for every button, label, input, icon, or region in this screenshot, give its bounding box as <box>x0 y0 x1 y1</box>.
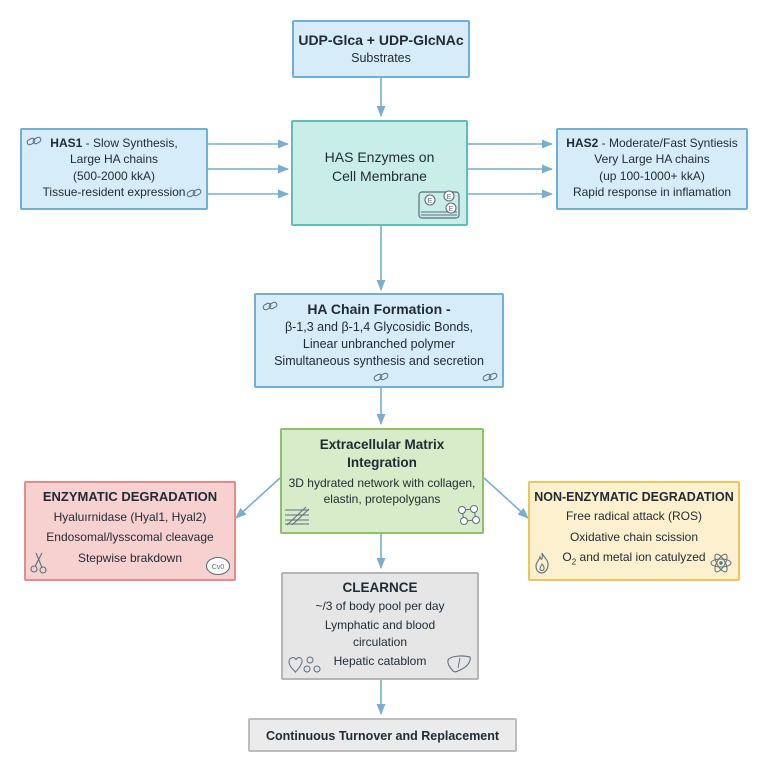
clearance-line3: circulation <box>352 634 408 649</box>
has2-name: HAS2 <box>566 136 599 150</box>
lymph-vessel-icon <box>286 654 322 674</box>
has2-line4: Rapid response in inflamation <box>572 184 732 199</box>
nonenzymatic-line3-o: O <box>562 549 572 564</box>
chain-formation-line3: Simultaneous synthesis and secretion <box>274 354 484 369</box>
has1-line1: - Slow Synthesis, <box>82 136 178 150</box>
ecm-line1: 3D hydrated network with collagen, <box>288 476 476 491</box>
clearance-line2: Lymphatic and blood <box>324 618 436 633</box>
ecm-title-2: Integration <box>347 454 417 470</box>
ecm-title-1: Extracellular Matrix <box>319 437 445 452</box>
chain-formation-box: HA Chain Formation - β-1,3 and β-1,4 Gly… <box>254 293 504 388</box>
ecm-line2: elastin, protepolygans <box>323 492 441 507</box>
turnover-title: Continuous Turnover and Replacement <box>265 729 500 743</box>
nonenzymatic-line2: Oxidative chain scission <box>569 529 699 544</box>
has-enzymes-title-2: Cell Membrane <box>332 168 427 185</box>
has2-box: HAS2 - Moderate/Fast Syntiesis Very Larg… <box>556 128 748 210</box>
nonenzymatic-line3-rest: and metal ion catulyzed <box>576 549 706 564</box>
has1-line3: (500-2000 kkA) <box>72 168 156 183</box>
chain-formation-line1: β-1,3 and β-1,4 Glycosidic Bonds, <box>284 320 474 335</box>
has1-line4: Tissue-resident expression <box>42 184 186 199</box>
has2-line2: Very Large HA chains <box>594 152 710 167</box>
has2-line1: - Moderate/Fast Syntiesis <box>598 136 738 150</box>
enzyme-badge-2: E <box>447 194 452 201</box>
arrow-ecm-to-enzymatic <box>235 477 281 519</box>
collagen-network-icon <box>284 506 310 526</box>
turnover-box: Continuous Turnover and Replacement <box>248 718 517 752</box>
chain-link-icon <box>373 371 389 383</box>
has1-line2: Large HA chains <box>69 152 159 167</box>
liver-icon <box>446 654 472 674</box>
enzymatic-line1: Hyaluırnidase (Hyal1, Hyal2) <box>53 509 207 524</box>
clearance-title: CLEARNCE <box>342 580 418 595</box>
enzymatic-line2: Endosomal/lysscomal cleavage <box>46 530 214 545</box>
chain-link-icon <box>186 187 202 199</box>
atom-icon <box>710 552 732 574</box>
chain-formation-line2: Linear unbranched polymer <box>302 337 456 352</box>
has1-name: HAS1 <box>50 136 83 150</box>
nonenzymatic-line3-sub: 2 <box>571 557 577 567</box>
lysosome-badge: Cv0 <box>212 564 225 571</box>
substrates-box: UDP-Glca + UDP-GlcNAc Substrates <box>292 20 470 78</box>
clearance-line4: Hepatic catablom <box>333 654 427 669</box>
has1-box: HAS1 - Slow Synthesis, Large HA chains (… <box>20 128 208 210</box>
nonenzymatic-line1: Free radical attack (ROS) <box>565 509 703 524</box>
enzyme-badge-3: E <box>449 206 454 213</box>
clearance-box: CLEARNCE ~/3 of body pool per day Lympha… <box>281 572 479 680</box>
has-enzymes-title-1: HAS Enzymes on <box>324 149 435 165</box>
enzymatic-degradation-box: ENZYMATIC DEGRADATION Hyaluırnidase (Hya… <box>24 481 236 581</box>
chain-formation-title: HA Chain Formation - <box>307 301 451 317</box>
substrates-title: UDP-Glca + UDP-GlcNAc <box>298 32 464 48</box>
scissors-icon <box>30 552 48 574</box>
nonenzymatic-title: NON-ENZYMATIC DEGRADATION <box>534 490 734 504</box>
enzymatic-line3: Stepwise brakdown <box>77 550 183 565</box>
chain-link-icon <box>262 300 278 312</box>
enzyme-badge-1: E <box>428 198 433 205</box>
nonenzymatic-degradation-box: NON-ENZYMATIC DEGRADATION Free radical a… <box>528 481 740 581</box>
has-enzymes-box: HAS Enzymes on Cell Membrane <box>291 120 468 226</box>
chain-link-icon <box>482 371 498 383</box>
arrow-ecm-to-nonenzymatic <box>483 477 529 519</box>
has2-line3: (up 100-1000+ kkA) <box>599 168 705 183</box>
ecm-box: Extracellular Matrix Integration 3D hydr… <box>280 428 484 534</box>
chain-link-icon <box>26 135 42 147</box>
lysosome-icon: Cv0 <box>205 556 231 576</box>
enzyme-membrane-icon: E E E <box>418 186 462 222</box>
molecule-network-icon <box>456 504 482 526</box>
flame-icon <box>534 552 550 574</box>
enzymatic-title: ENZYMATIC DEGRADATION <box>42 489 218 504</box>
substrates-subtitle: Substrates <box>351 51 411 66</box>
clearance-line1: ~/3 of body pool per day <box>315 598 445 613</box>
